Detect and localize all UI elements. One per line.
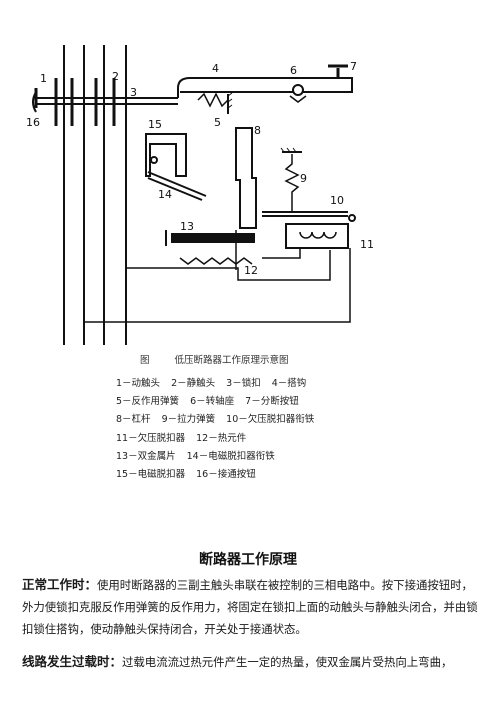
pivot-seat <box>292 84 304 96</box>
legend-row: 13－双金属片 14－电磁脱扣器衔铁 <box>116 448 322 466</box>
label-8: 8 <box>254 124 261 137</box>
pull-spring <box>284 154 300 212</box>
legend-item: 11－欠压脱扣器 <box>116 432 186 444</box>
heating-element <box>179 257 253 265</box>
electromagnetic-armature <box>147 171 207 201</box>
electromagnetic-release <box>145 133 187 177</box>
legend-row: 1－动触头 2－静触头 3－锁扣 4－搭钩 <box>116 375 322 393</box>
label-4: 4 <box>212 62 219 75</box>
legend-item: 13－双金属片 <box>116 450 176 462</box>
label-1: 1 <box>40 72 47 85</box>
contacts <box>54 78 116 126</box>
legend-item: 10－欠压脱扣器衔铁 <box>226 414 315 426</box>
undervoltage-release <box>285 223 349 249</box>
hook-lever <box>177 77 353 98</box>
legend-row: 15－电磁脱扣器 16－接通按钮 <box>116 466 322 484</box>
label-7: 7 <box>350 60 357 73</box>
trip-button <box>328 64 348 78</box>
legend-item: 6－转轴座 <box>190 396 235 408</box>
label-5: 5 <box>214 116 221 129</box>
paragraph-normal-operation: 正常工作时：使用时断路器的三副主触头串联在被控制的三相电路中。按下接通按钮时，外… <box>22 574 480 640</box>
paragraph-lead: 线路发生过载时： <box>22 654 123 669</box>
circuit-breaker-diagram: 1 2 3 4 5 6 7 8 9 10 11 12 13 14 15 16 <box>26 45 374 345</box>
legend-item: 12－热元件 <box>196 432 247 444</box>
figure-caption-text: 低压断路器工作原理示意图 <box>174 355 289 366</box>
label-15: 15 <box>148 118 162 131</box>
lever <box>235 127 257 229</box>
legend-item: 7－分断按钮 <box>245 396 299 408</box>
bimetal-strip <box>171 233 255 243</box>
reaction-spring <box>197 92 229 108</box>
legend-item: 5－反作用弹簧 <box>116 396 180 408</box>
label-13: 13 <box>180 220 194 233</box>
figure-caption: 图 低压断路器工作原理示意图 <box>140 352 289 366</box>
paragraph-text: 使用时断路器的三副主触头串联在被控制的三相电路中。按下接通按钮时，外力使锁扣克服… <box>22 578 478 636</box>
label-16: 16 <box>26 116 40 129</box>
legend-item: 8－杠杆 <box>116 414 151 426</box>
label-11: 11 <box>360 238 374 251</box>
legend-item: 16－接通按钮 <box>196 469 256 481</box>
legend-row: 8－杠杆 9－拉力弹簧 10－欠压脱扣器衔铁 <box>116 411 322 429</box>
section-title: 断路器工作原理 <box>199 552 297 568</box>
label-6: 6 <box>290 64 297 77</box>
label-10: 10 <box>330 194 344 207</box>
legend-row: 5－反作用弹簧 6－转轴座 7－分断按钮 <box>116 393 322 411</box>
label-12: 12 <box>244 264 258 277</box>
legend-item: 14－电磁脱扣器衔铁 <box>186 450 275 462</box>
paragraph-overload: 线路发生过载时：过载电流流过热元件产生一定的热量，使双金属片受热向上弯曲， <box>22 651 480 673</box>
label-14: 14 <box>158 188 172 201</box>
figure-caption-prefix: 图 <box>140 355 150 366</box>
legend-item: 15－电磁脱扣器 <box>116 469 186 481</box>
diagram-legend: 1－动触头 2－静触头 3－锁扣 4－搭钩 5－反作用弹簧 6－转轴座 7－分断… <box>116 375 322 484</box>
legend-item: 9－拉力弹簧 <box>161 414 216 426</box>
label-9: 9 <box>300 172 307 185</box>
legend-item: 3－锁扣 <box>226 378 261 389</box>
legend-item: 2－静触头 <box>171 378 216 389</box>
label-3: 3 <box>130 86 137 99</box>
legend-item: 4－搭钩 <box>271 378 307 389</box>
diagram-labels: 1 2 3 4 5 6 7 8 9 10 11 12 13 14 15 16 <box>26 60 374 277</box>
paragraph-lead: 正常工作时： <box>22 577 98 592</box>
legend-item: 1－动触头 <box>116 378 161 389</box>
paragraph-text: 过载电流流过热元件产生一定的热量，使双金属片受热向上弯曲， <box>122 655 453 669</box>
label-2: 2 <box>112 70 119 83</box>
undervoltage-armature <box>262 211 348 217</box>
legend-row: 11－欠压脱扣器 12－热元件 <box>116 430 322 448</box>
wiring <box>84 248 351 323</box>
